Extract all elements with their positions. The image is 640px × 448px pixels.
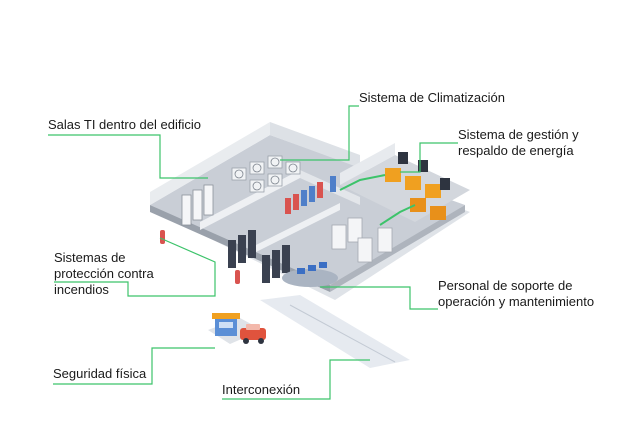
power-cabinets (331, 217, 393, 263)
generator-unit (425, 184, 441, 198)
hvac-unit (267, 173, 283, 187)
leader-line-proteccion (54, 237, 216, 297)
car-window (246, 324, 260, 330)
back-wall-right (270, 122, 360, 168)
server-racks (181, 184, 290, 283)
power-cabinet (347, 217, 363, 243)
car-body (240, 328, 266, 340)
leader-line-personal (320, 286, 438, 310)
server-rack (238, 235, 246, 263)
fan-icon (270, 157, 280, 167)
cable-line (379, 204, 416, 226)
label-gestion-line2: respaldo de energía (458, 143, 574, 158)
fire-extinguisher-icon (160, 230, 165, 244)
leader-lines (48, 105, 458, 400)
building-floor-side-edge (330, 205, 465, 292)
label-interconexion-text: Interconexión (222, 382, 301, 397)
server-rack (192, 189, 203, 221)
server-rack (248, 230, 256, 258)
leader-line-salas (48, 134, 208, 179)
monitor-screen (440, 178, 450, 190)
server-rack (181, 194, 192, 226)
cooling-cabinet (301, 190, 307, 206)
operations-desk (282, 262, 338, 287)
label-proteccion-incendios: Sistemas de protección contra incendios (54, 250, 154, 298)
label-interconexion: Interconexión (222, 382, 300, 398)
hvac-unit (267, 155, 283, 169)
label-salas-ti: Salas TI dentro del edificio (48, 117, 201, 133)
fan-icon (252, 181, 262, 191)
hvac-unit (231, 167, 247, 181)
label-personal-line1: Personal de soporte de (438, 278, 573, 293)
label-gestion-energia: Sistema de gestión y respaldo de energía (458, 127, 579, 159)
back-wall-left (150, 122, 270, 205)
leader-line-interconexion (222, 359, 370, 400)
label-seguridad-text: Seguridad física (53, 366, 147, 381)
label-seguridad-fisica: Seguridad física (53, 366, 146, 382)
cooling-cabinets (285, 176, 336, 214)
label-salas-ti-text: Salas TI dentro del edificio (48, 117, 201, 132)
car-wheel (243, 338, 249, 344)
monitor-screen (319, 262, 327, 268)
hvac-units (231, 155, 301, 193)
road-line (289, 304, 396, 363)
generator-unit (430, 206, 446, 220)
server-rack (262, 255, 270, 283)
car-wheel (258, 338, 264, 344)
cooling-cabinet (330, 176, 336, 192)
cable-line (339, 174, 386, 191)
label-personal-soporte: Personal de soporte de operación y mante… (438, 278, 594, 310)
generator-unit (385, 168, 401, 182)
fan-icon (252, 163, 262, 173)
server-rack (282, 245, 290, 273)
cooling-cabinet (293, 194, 299, 210)
leader-line-climatizacion (280, 105, 359, 161)
server-rack (228, 240, 236, 268)
label-proteccion-line1: Sistemas de (54, 250, 126, 265)
energy-units (385, 152, 450, 220)
monitor-screen (308, 265, 316, 271)
leader-line-seguridad (53, 347, 215, 385)
server-rack (203, 184, 214, 216)
energy-wing-wall (340, 143, 395, 185)
cooling-cabinet (285, 198, 291, 214)
monitor-screen (398, 152, 408, 164)
fire-extinguisher-icon (235, 270, 240, 284)
fan-icon (234, 169, 244, 179)
generator-unit (410, 198, 426, 212)
generator-unit (405, 176, 421, 190)
hvac-unit (249, 161, 265, 175)
label-personal-line2: operación y mantenimiento (438, 294, 595, 309)
power-cabinet (377, 227, 393, 253)
leader-line-gestion (400, 142, 458, 173)
booth-roof (212, 313, 240, 319)
hvac-unit (285, 161, 301, 175)
label-gestion-line1: Sistema de gestión y (458, 127, 579, 142)
power-cabinet (357, 237, 373, 263)
monitor-screen (297, 268, 305, 274)
label-proteccion-line3: incendios (54, 282, 109, 297)
monitor-screen (418, 160, 428, 172)
desk-area (282, 269, 338, 287)
label-climatizacion: Sistema de Climatización (359, 90, 505, 106)
label-climatizacion-text: Sistema de Climatización (359, 90, 505, 105)
fan-icon (288, 163, 298, 173)
booth-window (219, 322, 233, 328)
fan-icon (270, 175, 280, 185)
hvac-unit (249, 179, 265, 193)
cooling-cabinet (309, 186, 315, 202)
partition-wall (250, 203, 340, 255)
interconnection-road (260, 295, 410, 368)
server-rack (272, 250, 280, 278)
label-proteccion-line2: protección contra (54, 266, 154, 281)
car (240, 324, 266, 344)
power-cabinet (331, 224, 347, 250)
cooling-cabinet (317, 182, 323, 198)
